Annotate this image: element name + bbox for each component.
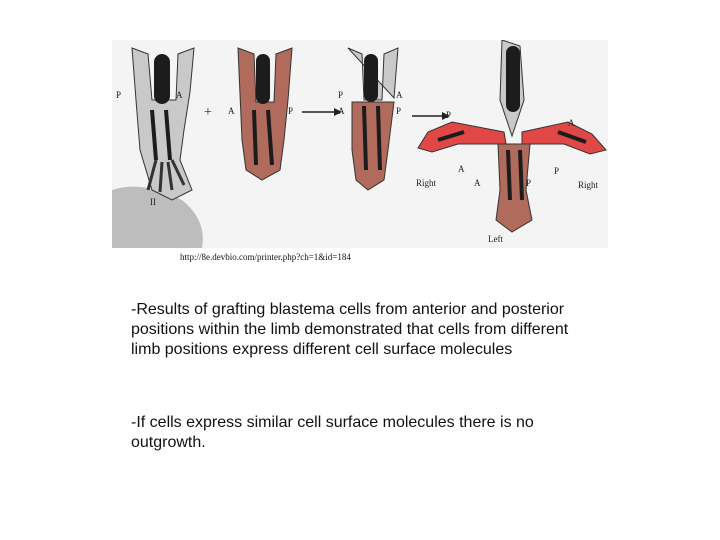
label-posterior-1: P (116, 90, 121, 100)
label-posterior-4c: P (554, 166, 559, 176)
label-anterior-4c: A (474, 178, 481, 188)
humerus-bone (154, 54, 170, 104)
label-roman-two: II (150, 197, 156, 207)
label-posterior-3a: P (338, 90, 343, 100)
figure-source-url: http://8e.devbio.com/printer.php?ch=1&id… (180, 252, 351, 262)
label-right-2: Right (578, 180, 599, 190)
label-anterior-1: A (176, 90, 183, 100)
paragraph-no-outgrowth: -If cells express similar cell surface m… (131, 413, 601, 453)
label-posterior-4a: P (446, 110, 451, 120)
label-left: Left (488, 234, 503, 244)
label-anterior-3b: A (338, 106, 345, 116)
label-anterior-3a: A (396, 90, 403, 100)
label-posterior-3b: P (396, 106, 401, 116)
label-anterior-4a: A (568, 118, 575, 128)
label-right-1: Right (416, 178, 437, 188)
paragraph-results: -Results of grafting blastema cells from… (131, 300, 601, 360)
plus-sign: + (204, 105, 212, 120)
graft-humerus-bone (256, 54, 270, 104)
label-posterior-4b: P (526, 178, 531, 188)
label-anterior-2: A (228, 106, 235, 116)
label-posterior-2: P (288, 106, 293, 116)
label-anterior-4b: A (458, 164, 465, 174)
limb-graft-figure: P A II + A P P A A P (112, 40, 608, 248)
